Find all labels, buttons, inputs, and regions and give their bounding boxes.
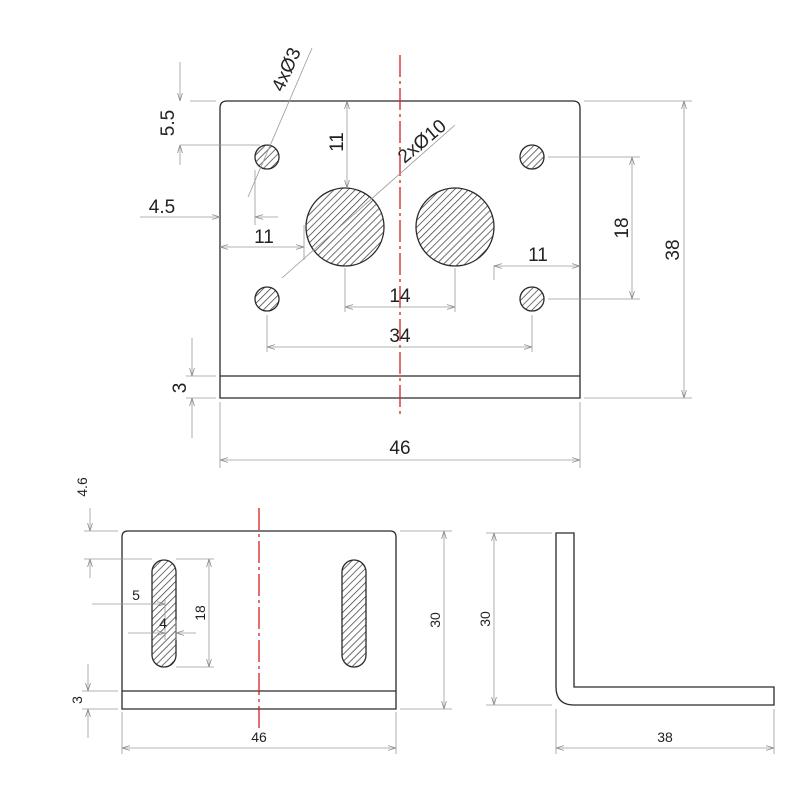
dim-large-hole-pitch: 14 — [389, 286, 411, 307]
mounting-hole — [519, 144, 545, 170]
mounting-hole — [254, 144, 280, 170]
front-view: 4.6 5 4 18 30 3 46 — [69, 477, 452, 754]
top-view-outline — [219, 100, 581, 399]
dim-hole-offset-right: 11 — [528, 245, 548, 266]
dim-length: 38 — [657, 729, 673, 745]
dim-height: 38 — [663, 239, 684, 260]
dim-hole-offset-left: 11 — [254, 227, 274, 248]
dim-slot-offset: 5 — [132, 587, 140, 603]
large-hole — [415, 187, 495, 267]
dim-height: 30 — [477, 611, 493, 627]
dim-left-edge: 4.5 — [149, 197, 175, 218]
dim-height: 30 — [427, 612, 443, 628]
dim-slot-width: 4 — [159, 615, 167, 631]
dim-top-edge: 4.6 — [74, 477, 90, 497]
hole-note-label: 4xØ3 — [268, 45, 306, 95]
mounting-hole — [519, 286, 545, 312]
slot — [151, 559, 177, 668]
dim-hole-offset-top: 11 — [327, 132, 348, 152]
large-hole-note-label: 2xØ10 — [394, 116, 450, 168]
large-hole — [305, 187, 385, 267]
front-view-outline — [121, 530, 397, 710]
side-view: 30 38 — [477, 532, 775, 754]
mounting-hole — [254, 286, 280, 312]
top-view: 4xØ3 2xØ10 5.5 11 4.5 11 18 38 11 14 34 … — [140, 45, 692, 468]
dim-small-hole-pitch: 34 — [389, 326, 411, 347]
dim-width: 46 — [389, 438, 410, 459]
side-view-profile — [555, 532, 775, 706]
dim-flange: 3 — [69, 696, 85, 704]
dim-flange: 3 — [170, 383, 191, 394]
dim-vertical-pitch: 18 — [612, 217, 633, 238]
dim-top-edge: 5.5 — [158, 110, 179, 136]
dim-slot-length: 18 — [192, 605, 208, 621]
dim-width: 46 — [251, 729, 267, 745]
slot — [341, 559, 367, 668]
